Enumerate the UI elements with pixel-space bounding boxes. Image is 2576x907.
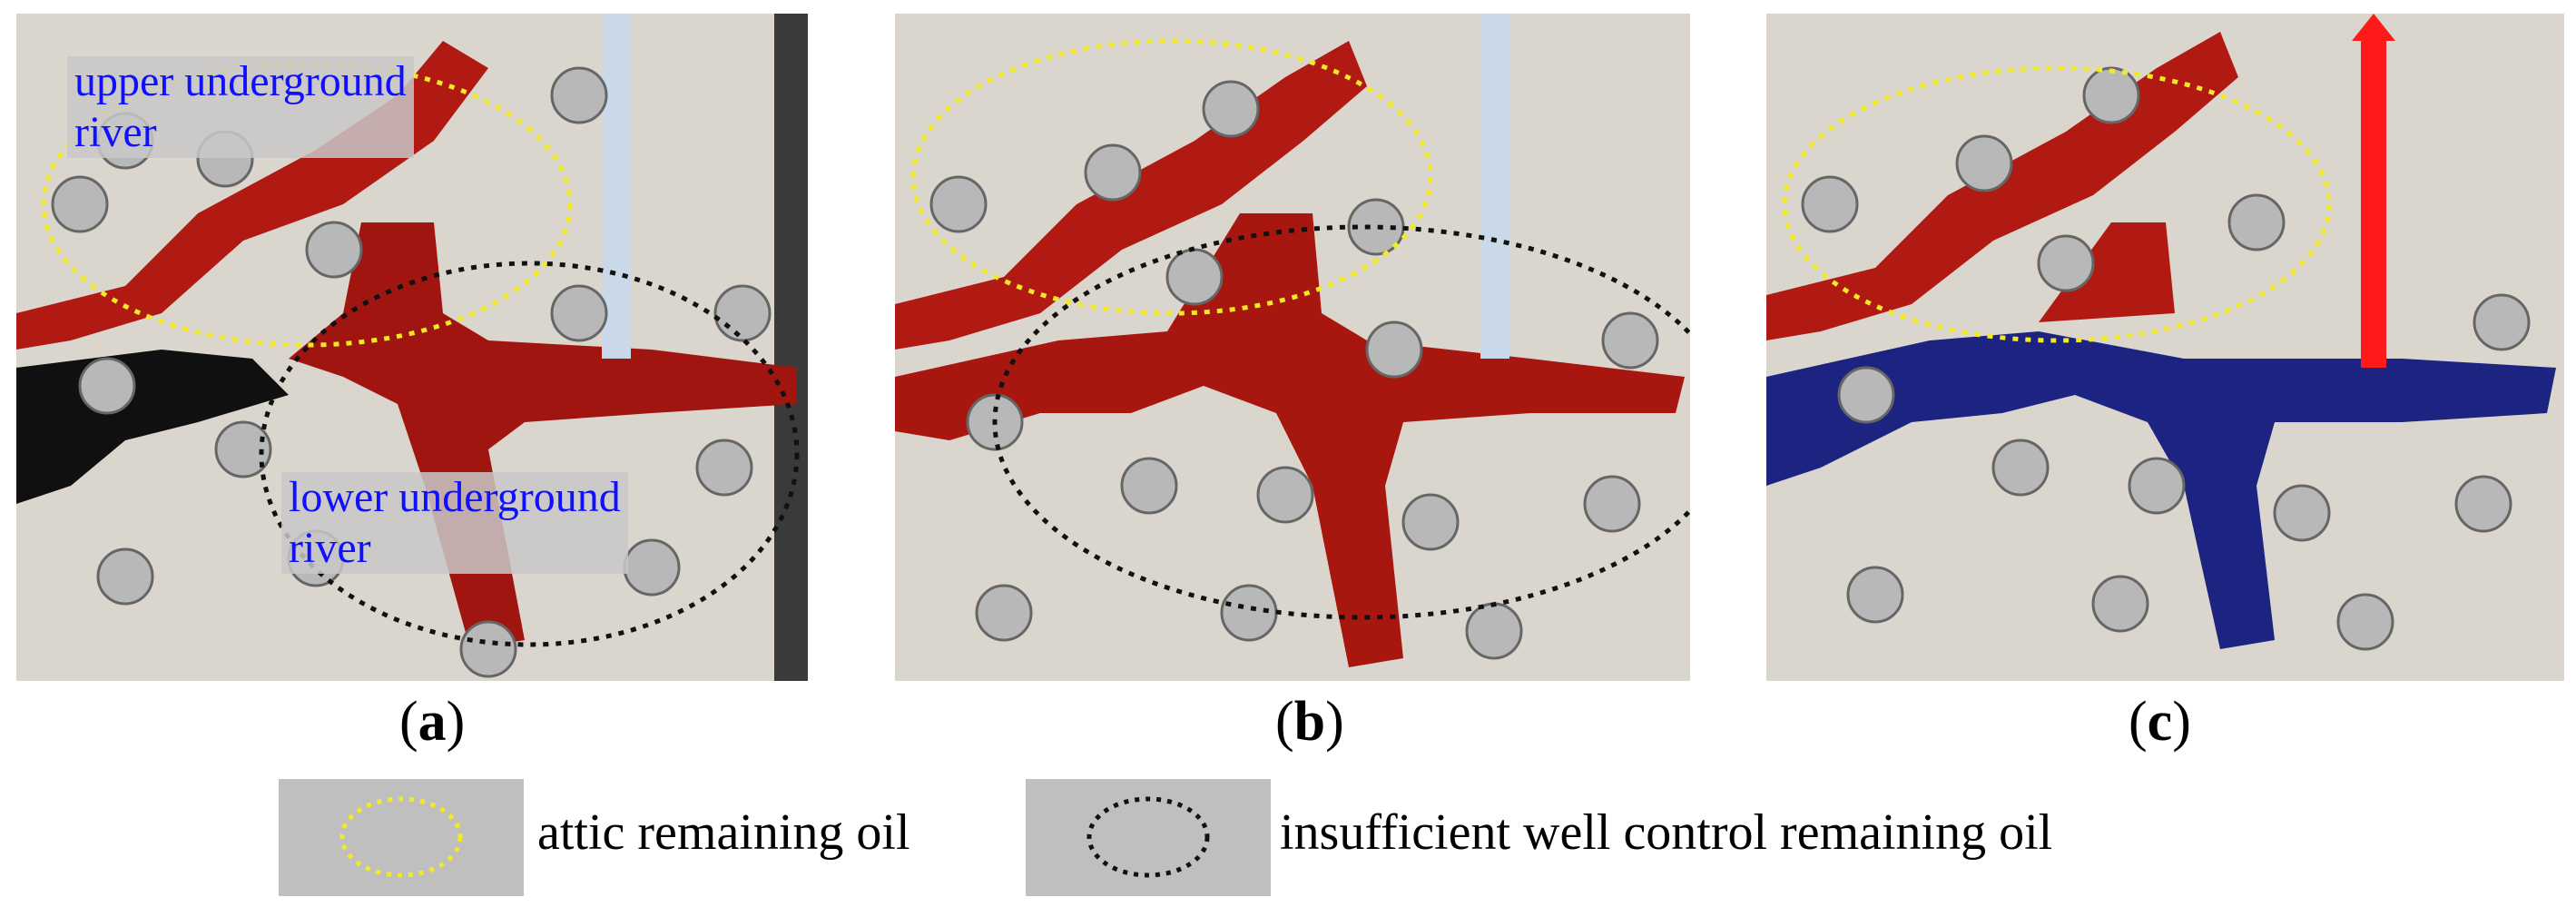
caption-c: (c) (2129, 691, 2191, 753)
caption-b: (b) (1275, 691, 1344, 753)
upper-river-label-line1: upper underground (74, 57, 407, 105)
upper-river-label: upper underground river (67, 56, 414, 158)
attic-legend-swatch (279, 779, 524, 896)
lower-river-label-line2: river (289, 524, 371, 572)
lower-river-label-line1: lower underground (289, 473, 621, 521)
panel-c-photo (1766, 14, 2564, 681)
upper-river-label-line2: river (74, 108, 157, 156)
insufficient-legend-swatch (1026, 779, 1271, 896)
caption-a: (a) (399, 691, 466, 753)
panel-b-photo (895, 14, 1690, 681)
lower-river-label: lower underground river (281, 472, 628, 574)
insufficient-legend-label: insufficient well control remaining oil (1280, 804, 2053, 861)
attic-legend-label: attic remaining oil (537, 804, 910, 861)
